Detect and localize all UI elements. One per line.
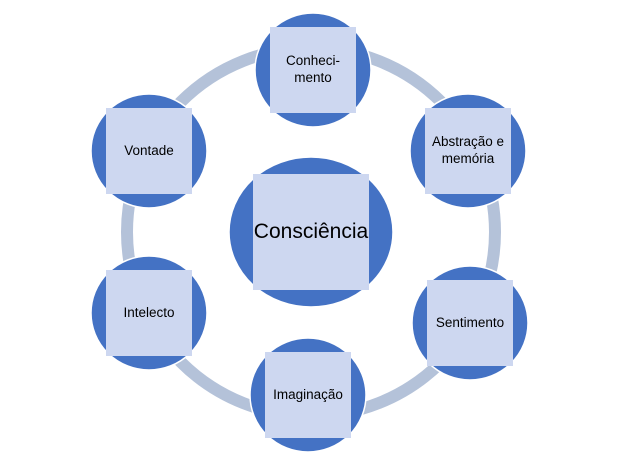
node-intelecto-label-box xyxy=(106,270,192,356)
node-sentimento-label-box xyxy=(427,280,513,366)
node-imaginacao-label-box xyxy=(265,352,351,438)
node-vontade-label-box xyxy=(106,108,192,194)
node-abstracao-label-box xyxy=(425,108,511,194)
node-center-label-box xyxy=(253,174,369,290)
node-conhecimento-label-box xyxy=(270,27,356,113)
